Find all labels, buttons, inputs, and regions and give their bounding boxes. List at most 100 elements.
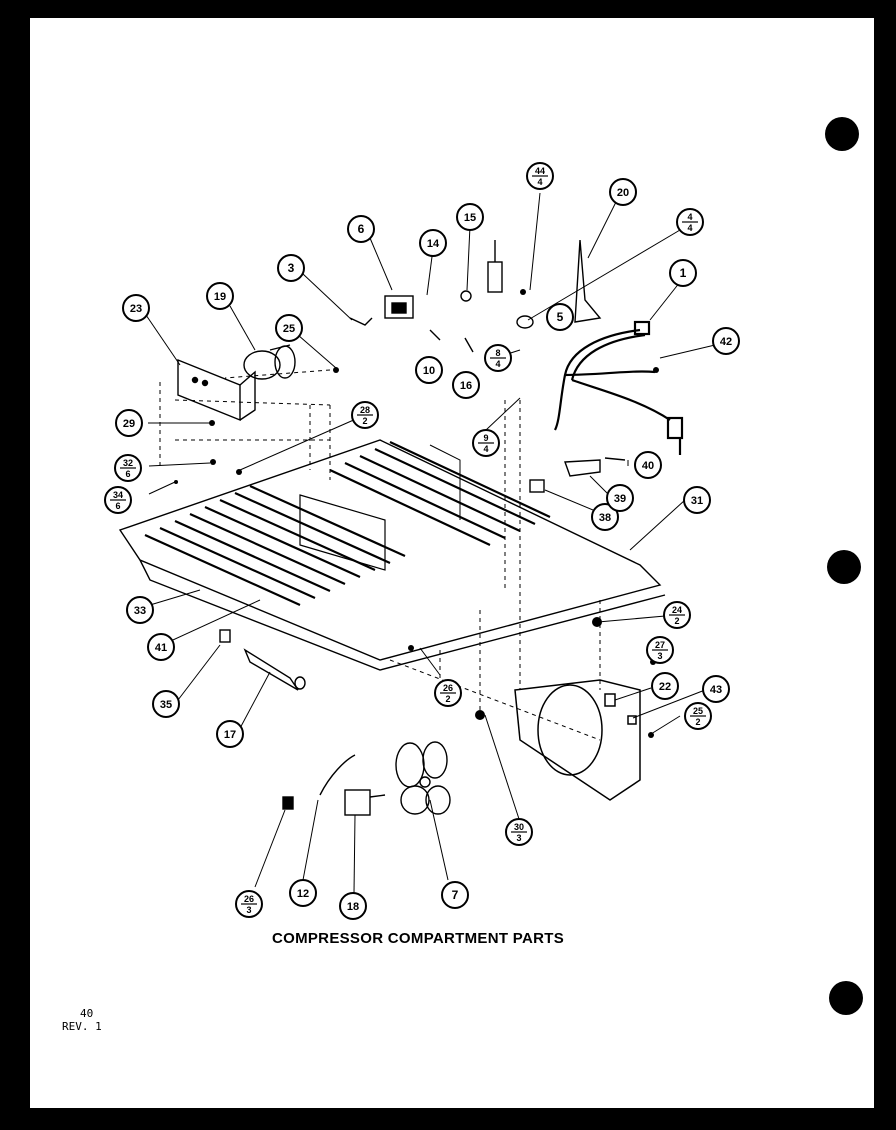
callout-41: 41 bbox=[147, 633, 175, 661]
callout-circle bbox=[651, 672, 679, 700]
callout-number: 38 bbox=[599, 512, 611, 524]
revision-label: REV. 1 bbox=[62, 1020, 102, 1033]
callout-number: 12 bbox=[297, 888, 309, 900]
callout-number: 15 bbox=[464, 212, 476, 224]
callout-24-2: 242 bbox=[663, 601, 691, 629]
callout-number: 41 bbox=[155, 642, 167, 654]
callout-circle bbox=[339, 892, 367, 920]
callout-number: 44 bbox=[535, 166, 545, 176]
callout-17: 17 bbox=[216, 720, 244, 748]
callout-14: 14 bbox=[419, 229, 447, 257]
callout-number: 33 bbox=[134, 605, 146, 617]
callout-number: 23 bbox=[130, 303, 142, 315]
binder-hole-middle bbox=[827, 550, 861, 584]
callout-number: 17 bbox=[224, 729, 236, 741]
condenser-coils-left bbox=[144, 484, 406, 607]
callout-circle bbox=[683, 486, 711, 514]
callout-40: 40 bbox=[634, 451, 662, 479]
callout-number: 28 bbox=[360, 405, 370, 415]
callout-33: 33 bbox=[126, 596, 154, 624]
callout-3: 3 bbox=[277, 254, 305, 282]
callout-27-3: 273 bbox=[646, 636, 674, 664]
callout-number: 40 bbox=[642, 460, 654, 472]
callout-16: 16 bbox=[452, 371, 480, 399]
callout-number: 5 bbox=[557, 310, 564, 324]
callout-29: 29 bbox=[115, 409, 143, 437]
callout-number: 42 bbox=[720, 336, 732, 348]
callout-25-2: 252 bbox=[684, 702, 712, 730]
callout-26-2: 262 bbox=[434, 679, 462, 707]
callout-6: 6 bbox=[347, 215, 375, 243]
callout-number: 39 bbox=[614, 493, 626, 505]
callout-circle bbox=[147, 633, 175, 661]
callout-circle bbox=[669, 259, 697, 287]
callout-number: 1 bbox=[680, 266, 687, 280]
callout-group: 1344567849410121415161718192022232422525… bbox=[104, 162, 740, 920]
callout-35: 35 bbox=[152, 690, 180, 718]
callout-number: 8 bbox=[495, 348, 500, 358]
callout-circle bbox=[347, 215, 375, 243]
callout-10: 10 bbox=[415, 356, 443, 384]
callout-26-3: 263 bbox=[235, 890, 263, 918]
callout-4-4: 44 bbox=[676, 208, 704, 236]
callout-quantity: 4 bbox=[687, 223, 692, 233]
callout-31: 31 bbox=[683, 486, 711, 514]
callout-number: 27 bbox=[655, 640, 665, 650]
callout-circle bbox=[606, 484, 634, 512]
callout-number: 10 bbox=[423, 365, 435, 377]
callout-number: 19 bbox=[214, 291, 226, 303]
callout-quantity: 4 bbox=[495, 359, 500, 369]
callout-quantity: 3 bbox=[516, 833, 521, 843]
diagram-sheet bbox=[30, 18, 874, 1108]
callout-9-4: 94 bbox=[472, 429, 500, 457]
callout-number: 24 bbox=[672, 605, 682, 615]
start-relay-parts bbox=[529, 457, 626, 493]
diagram-caption: COMPRESSOR COMPARTMENT PARTS bbox=[271, 930, 564, 947]
callout-quantity: 6 bbox=[125, 469, 130, 479]
callout-number: 25 bbox=[283, 323, 295, 335]
callout-30-3: 303 bbox=[505, 818, 533, 846]
condenser-base-pan bbox=[118, 369, 666, 741]
callout-number: 35 bbox=[160, 699, 172, 711]
binder-hole-top bbox=[825, 117, 859, 151]
callout-quantity: 4 bbox=[483, 444, 488, 454]
callout-number: 22 bbox=[659, 681, 671, 693]
callout-number: 32 bbox=[123, 458, 133, 468]
callout-circle bbox=[456, 203, 484, 231]
fan-motor-bracket bbox=[282, 754, 386, 816]
fan-motor-19 bbox=[243, 344, 296, 380]
callout-circle bbox=[289, 879, 317, 907]
callout-number: 16 bbox=[460, 380, 472, 392]
callout-1: 1 bbox=[669, 259, 697, 287]
callout-25: 25 bbox=[275, 314, 303, 342]
callout-circle bbox=[591, 503, 619, 531]
callout-number: 3 bbox=[288, 261, 295, 275]
callout-quantity: 4 bbox=[537, 177, 542, 187]
callout-quantity: 3 bbox=[657, 651, 662, 661]
callout-number: 26 bbox=[443, 683, 453, 693]
callout-circle bbox=[441, 881, 469, 909]
callout-circle bbox=[609, 178, 637, 206]
callout-12: 12 bbox=[289, 879, 317, 907]
callout-34-6: 346 bbox=[104, 486, 132, 514]
callout-circle bbox=[634, 451, 662, 479]
callout-circle bbox=[277, 254, 305, 282]
callout-number: 6 bbox=[358, 222, 365, 236]
callout-38: 38 bbox=[591, 503, 619, 531]
callout-number: 20 bbox=[617, 187, 629, 199]
mounting-bracket-23 bbox=[177, 358, 256, 422]
callout-8-4: 84 bbox=[484, 344, 512, 372]
callout-number: 43 bbox=[710, 684, 722, 696]
callout-22: 22 bbox=[651, 672, 679, 700]
page-number: 40 bbox=[80, 1007, 94, 1020]
callout-number: 29 bbox=[123, 418, 135, 430]
callout-quantity: 2 bbox=[445, 694, 450, 704]
callout-circle bbox=[122, 294, 150, 322]
callout-quantity: 2 bbox=[674, 616, 679, 626]
wiring-harness-1 bbox=[553, 320, 684, 455]
callout-circle bbox=[206, 282, 234, 310]
drain-tube-17 bbox=[219, 629, 306, 691]
callout-32-6: 326 bbox=[114, 454, 142, 482]
callout-39: 39 bbox=[606, 484, 634, 512]
callout-number: 26 bbox=[244, 894, 254, 904]
